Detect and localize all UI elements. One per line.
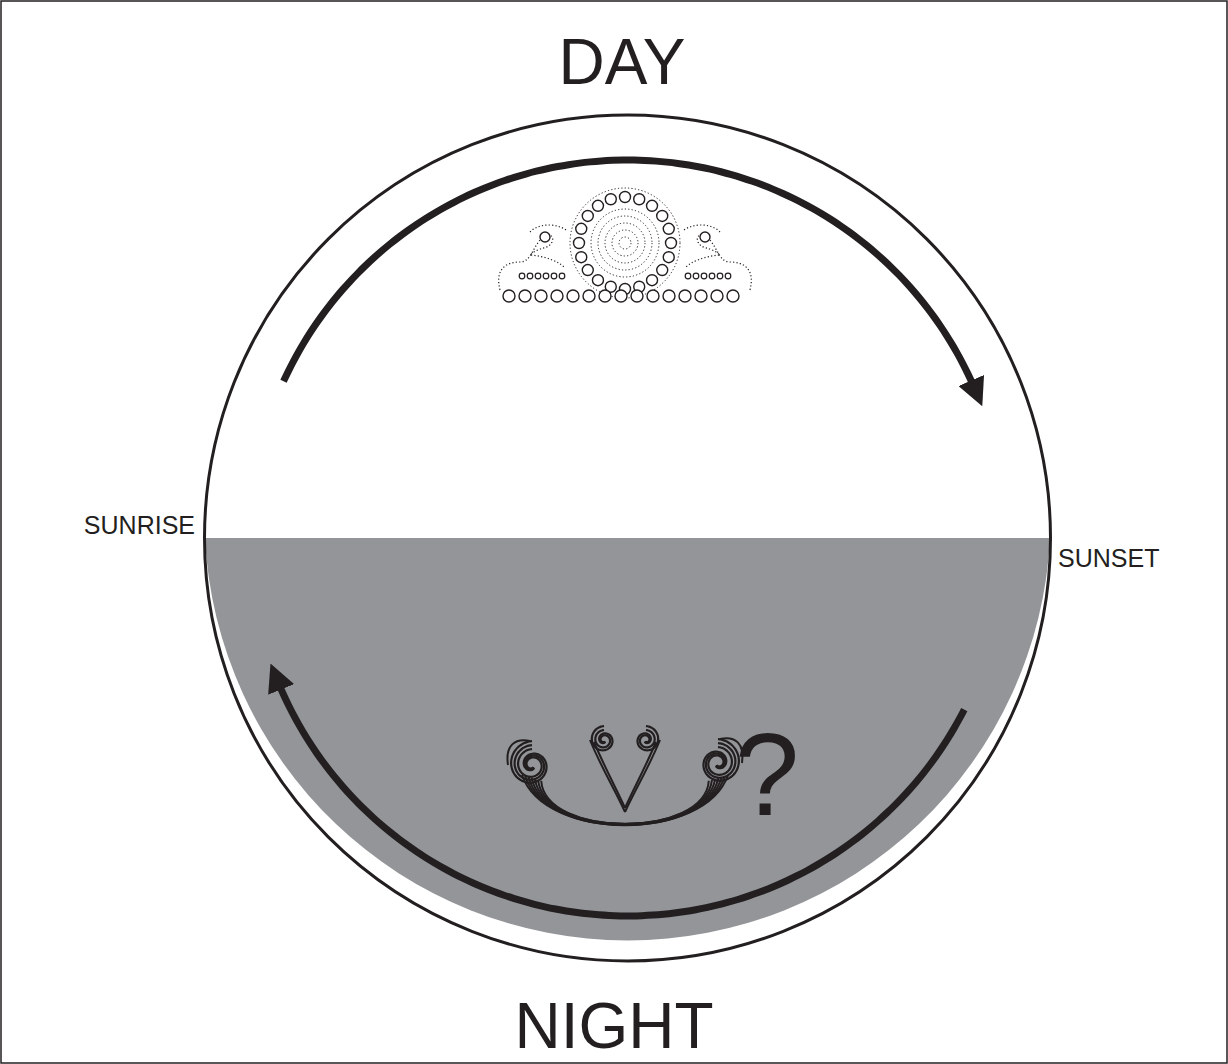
ship-spiral xyxy=(595,730,610,747)
ship-prow-line xyxy=(625,742,656,808)
dot-circle xyxy=(679,290,691,302)
ship-hull-line xyxy=(538,780,712,824)
cycle-arrow xyxy=(284,160,977,393)
dot-circle xyxy=(701,273,707,279)
question-mark: ? xyxy=(735,717,800,833)
dot-circle xyxy=(551,290,563,302)
dot-circle xyxy=(576,223,587,234)
night-half xyxy=(205,538,1050,940)
dot-circle xyxy=(695,290,707,302)
dot-circle xyxy=(647,275,658,286)
dotted-ring xyxy=(612,230,638,256)
dot-circle xyxy=(634,194,645,205)
dot-circle xyxy=(519,290,531,302)
dot-circle xyxy=(592,275,603,286)
ship-hull-line xyxy=(535,779,715,824)
cycle-arrow xyxy=(276,677,964,916)
night-heading: NIGHT xyxy=(514,994,713,1058)
cycle-circle xyxy=(205,115,1051,961)
dot-circle xyxy=(727,290,739,302)
dotted-ring xyxy=(598,216,652,270)
dot-circle xyxy=(519,273,525,279)
dotted-ring xyxy=(605,223,645,263)
ship-spiral xyxy=(706,743,736,778)
dot-circle xyxy=(631,290,643,302)
dot-circle xyxy=(666,238,677,249)
dot-circle xyxy=(551,273,557,279)
dot-circle xyxy=(615,290,627,302)
dotted-ring xyxy=(570,188,680,298)
dot-circle xyxy=(543,273,549,279)
dotted-ring xyxy=(591,209,659,277)
dot-circle xyxy=(663,223,674,234)
dot-circle xyxy=(717,273,723,279)
day-half xyxy=(205,136,1050,538)
ship-prow-line xyxy=(507,740,530,765)
dot-circle xyxy=(693,273,699,279)
sunrise-label: SUNRISE xyxy=(84,513,195,538)
ship-prow-line xyxy=(590,740,625,812)
dot-circle xyxy=(685,273,691,279)
ship-spiral xyxy=(640,730,655,747)
dot-circle xyxy=(599,290,611,302)
ship-prow-line xyxy=(625,740,660,812)
ship-hull-line xyxy=(532,778,719,825)
dotted-outline xyxy=(530,225,566,232)
sun-motif xyxy=(499,188,752,302)
ship-hull-line xyxy=(525,776,725,825)
dot-circle xyxy=(700,232,710,242)
ship-spiral xyxy=(518,749,542,777)
dot-circle xyxy=(592,200,603,211)
ship-motif xyxy=(507,726,742,825)
sunset-label: SUNSET xyxy=(1058,546,1159,571)
ship-hull-line xyxy=(522,775,728,825)
dotted-outline xyxy=(499,235,565,290)
dot-circle xyxy=(647,200,658,211)
dot-circle xyxy=(657,210,668,221)
dot-circle xyxy=(620,192,631,203)
dot-circle xyxy=(582,265,593,276)
dot-circle xyxy=(725,273,731,279)
dot-circle xyxy=(663,252,674,263)
dot-circle xyxy=(605,194,616,205)
dot-circle xyxy=(576,252,587,263)
dot-circle xyxy=(567,290,579,302)
dot-circle xyxy=(503,290,515,302)
dotted-outline xyxy=(684,225,720,232)
dot-circle xyxy=(583,290,595,302)
dot-circle xyxy=(559,273,565,279)
dot-circle xyxy=(582,210,593,221)
ship-hull-line xyxy=(528,777,721,825)
ship-prow-line xyxy=(594,742,625,808)
ship-hull-line xyxy=(541,781,709,824)
dot-circle xyxy=(540,232,550,242)
day-heading: DAY xyxy=(559,30,686,94)
dot-circle xyxy=(663,290,675,302)
ship-spiral xyxy=(703,739,738,781)
ship-spiral xyxy=(511,741,546,783)
dot-circle xyxy=(711,290,723,302)
dot-circle xyxy=(574,238,585,249)
dot-circle xyxy=(527,273,533,279)
dot-circle xyxy=(535,273,541,279)
dot-circle xyxy=(535,290,547,302)
ship-spiral xyxy=(708,747,732,775)
dotted-outline xyxy=(685,235,751,290)
dot-circle xyxy=(709,273,715,279)
dotted-ring xyxy=(619,237,631,249)
ship-spiral xyxy=(515,745,545,780)
dot-circle xyxy=(657,265,668,276)
dot-circle xyxy=(647,290,659,302)
